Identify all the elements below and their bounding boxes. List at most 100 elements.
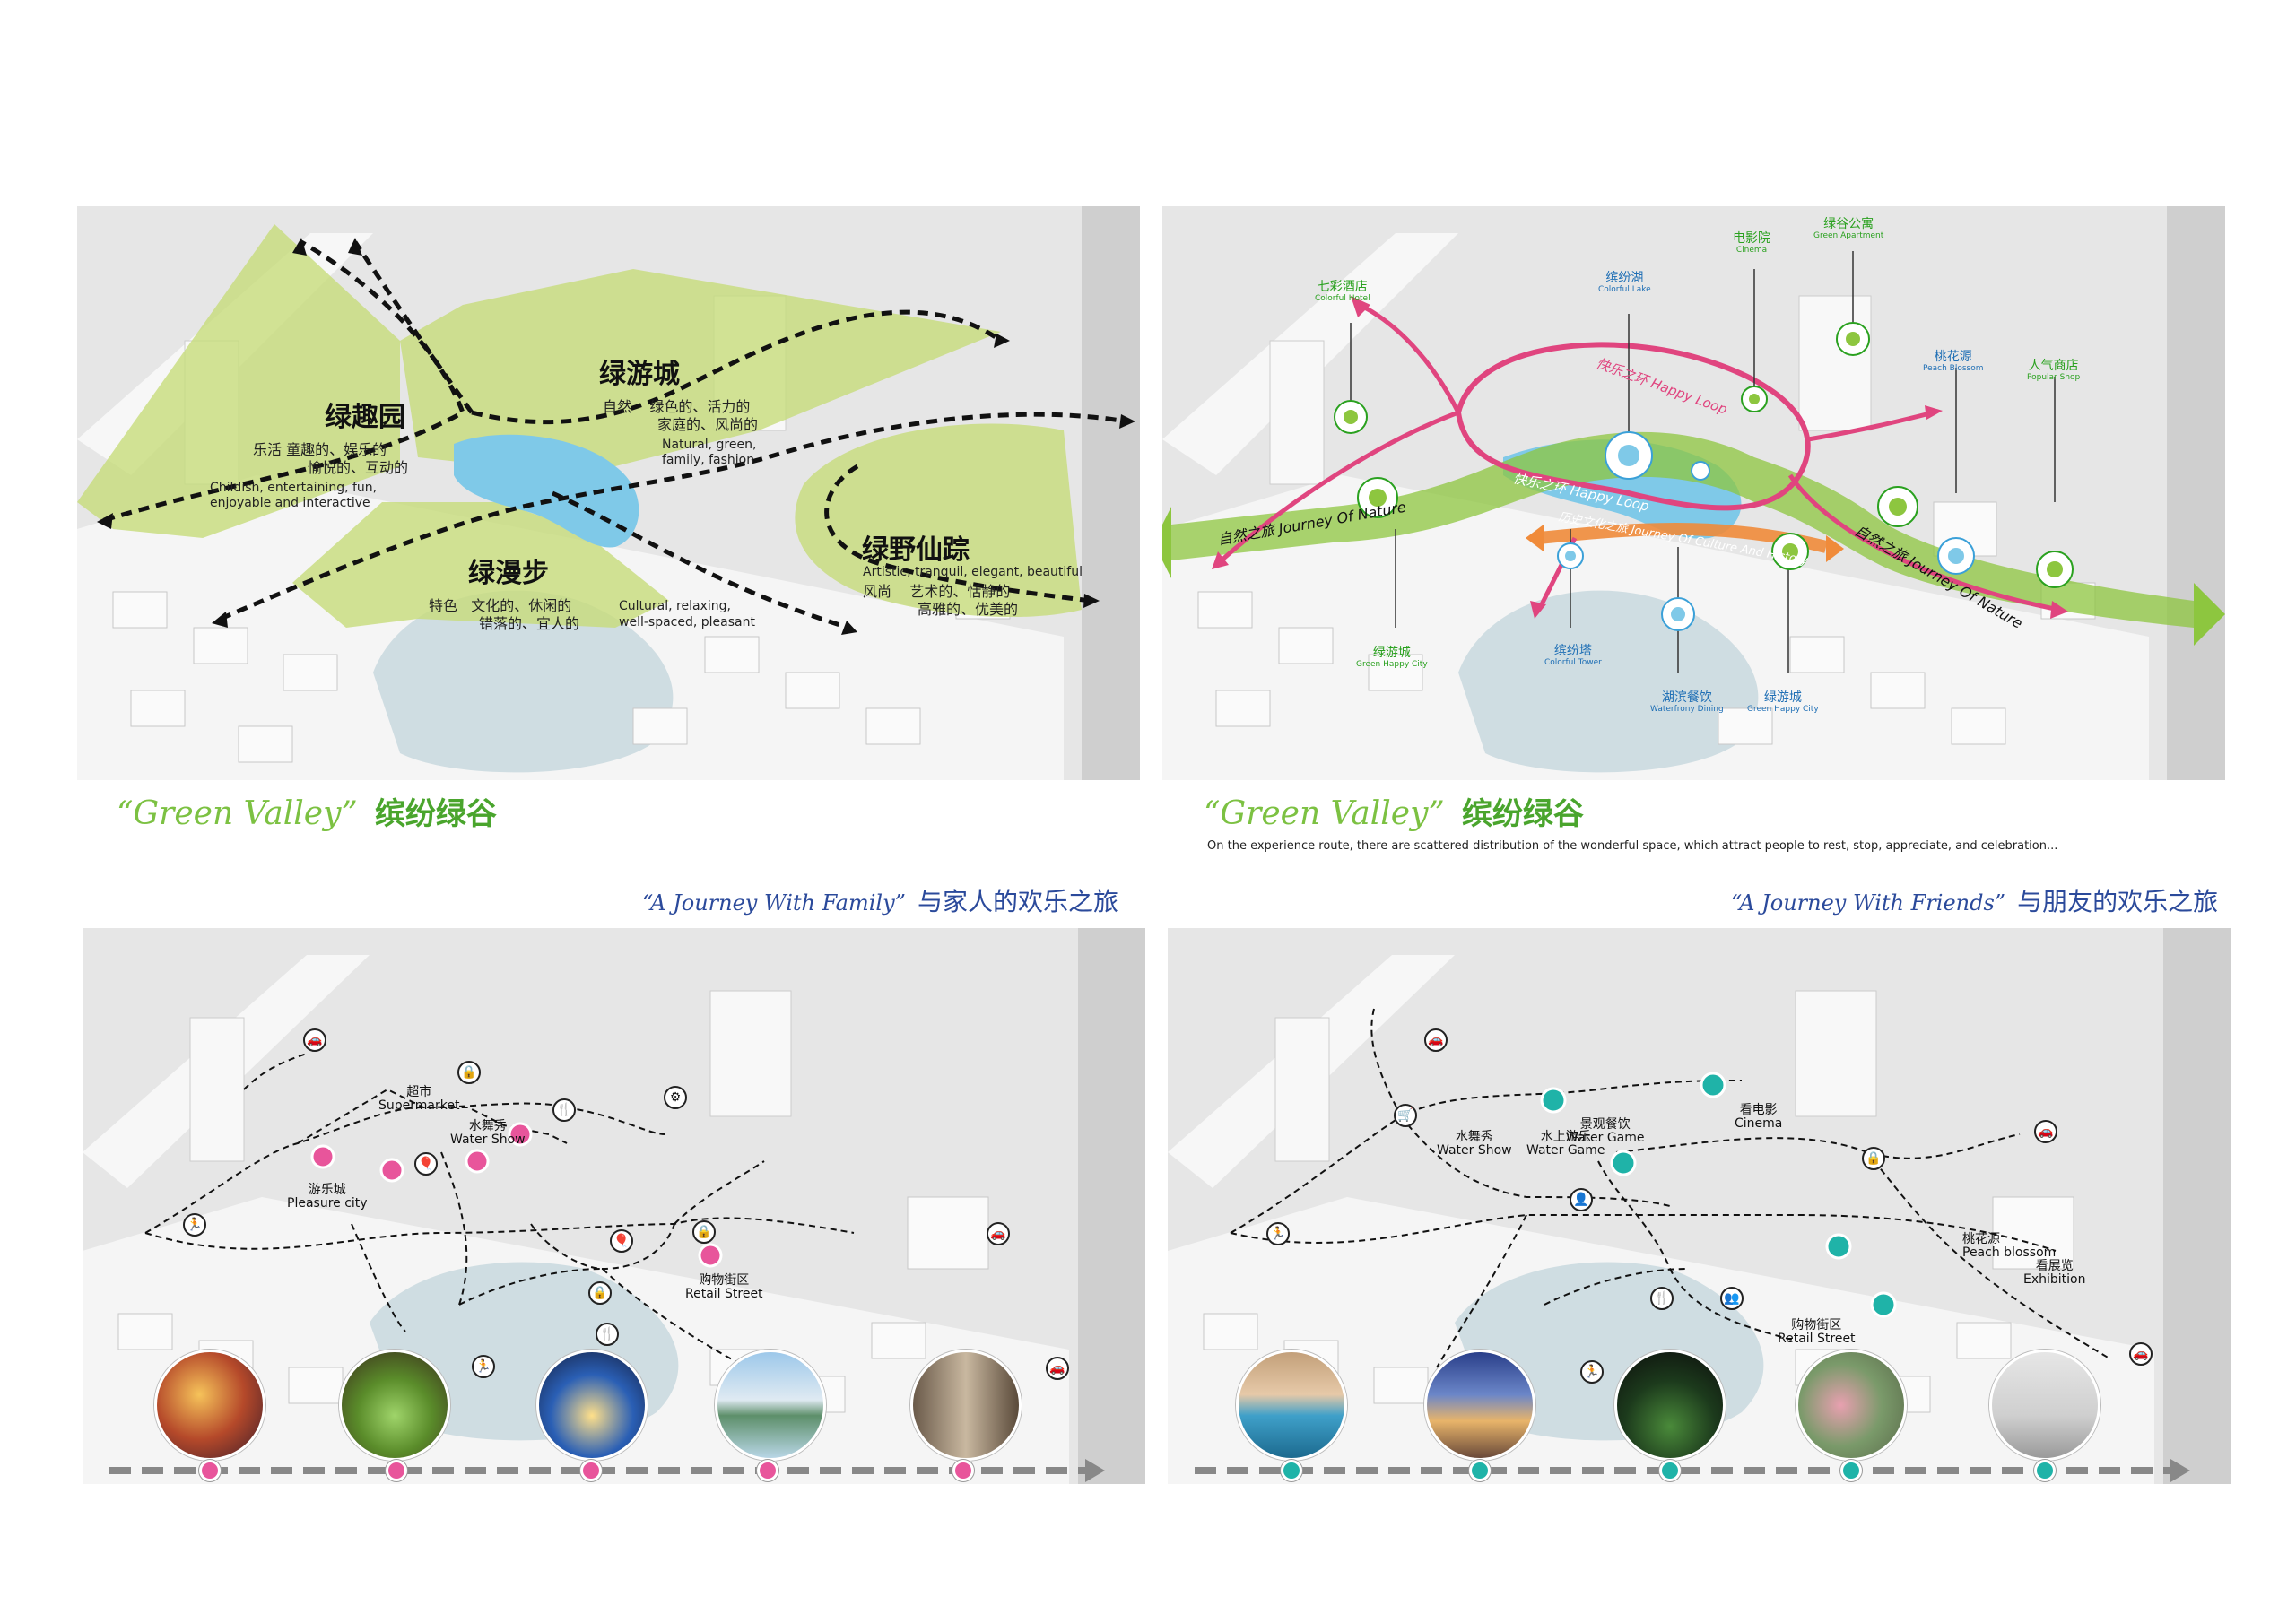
zone-xianzong-desc-1: 风尚 艺术的、恬静的 <box>863 583 1011 600</box>
site-plan-1 <box>77 206 1140 780</box>
timeline-stop-2 <box>386 1460 407 1481</box>
caption-right-cn: 缤纷绿谷 <box>1461 796 1584 832</box>
group-icon: 👥 <box>1720 1287 1744 1310</box>
photo-pleasure-city <box>154 1350 265 1461</box>
photo-supermarket <box>339 1350 450 1461</box>
zone-lvyou-en-2: family, fashion <box>662 453 755 467</box>
timeline-stop-4 <box>1840 1460 1862 1481</box>
zone-xianzong-title: 绿野仙踪 <box>862 534 970 566</box>
zone-lequ-title: 绿趣园 <box>325 402 405 433</box>
happy-loop <box>1455 342 1811 511</box>
dining-icon-2: 🍴 <box>596 1323 619 1346</box>
car-icon: 🚗 <box>1424 1028 1448 1052</box>
timeline-stop-5 <box>2034 1460 2056 1481</box>
title-friends-cn: 与朋友的欢乐之旅 <box>2017 887 2219 916</box>
zone-manbu-title: 绿漫步 <box>468 558 549 589</box>
timeline-stop-3 <box>1659 1460 1681 1481</box>
runner-icon: 🏃 <box>1266 1222 1290 1245</box>
photo-water-park <box>1236 1350 1347 1461</box>
lock-icon: 🔒 <box>457 1061 481 1084</box>
zone-lvyou-desc-2: 家庭的、风尚的 <box>603 416 759 433</box>
zone-lvyou-en-1: Natural, green, <box>662 438 757 452</box>
zone-lequ-en-2: enjoyable and interactive <box>210 496 370 510</box>
balloon-icon-2: 🎈 <box>610 1229 633 1253</box>
zone-xianzong <box>795 423 1082 618</box>
car-icon-2: 🚗 <box>2034 1120 2057 1143</box>
timeline-stop-1 <box>1281 1460 1302 1481</box>
lower-lake <box>373 590 674 773</box>
photo-retail-street <box>910 1350 1022 1461</box>
title-family: “A Journey With Family” 与家人的欢乐之旅 <box>642 882 1118 918</box>
central-lake <box>454 434 639 548</box>
title-friends: “A Journey With Friends” 与朋友的欢乐之旅 <box>1731 882 2218 918</box>
zone-manbu-desc-2: 错落的、宜人的 <box>429 615 579 632</box>
photo-riverside <box>715 1350 826 1461</box>
runner-icon-2: 🏃 <box>1580 1360 1604 1384</box>
photo-peach-blossom <box>1796 1350 1907 1461</box>
dining-icon: 🍴 <box>552 1098 576 1122</box>
zone-lvyou-desc-1: 自然 绿色的、活力的 <box>603 398 751 415</box>
zone-lequ-en-1: Childish, entertaining, fun, <box>210 481 378 495</box>
caption-right-note: On the experience route, there are scatt… <box>1207 839 2058 853</box>
zone-lequ <box>77 224 400 538</box>
zone-xianzong-en: Artistic, tranquil, elegant, beautiful <box>863 565 1083 579</box>
photo-waterfront-dining <box>1424 1350 1535 1461</box>
caption-left-cn: 缤纷绿谷 <box>374 796 497 832</box>
title-family-cn: 与家人的欢乐之旅 <box>918 887 1119 916</box>
timeline-stop-1 <box>199 1460 221 1481</box>
timeline-stop-5 <box>952 1460 974 1481</box>
car-icon-2: 🚗 <box>987 1222 1010 1245</box>
balloon-icon: 🎈 <box>414 1152 438 1176</box>
zone-manbu-en-1: Cultural, relaxing, <box>619 599 731 613</box>
zone-lequ-desc-2: 愉悦的、互动的 <box>253 459 409 476</box>
nature-route <box>1171 431 2194 628</box>
car-icon: 🚗 <box>303 1028 326 1052</box>
zone-manbu-desc-1: 特色 文化的、休闲的 <box>429 597 572 614</box>
photo-cinema <box>1614 1350 1726 1461</box>
runner-icon-2: 🏃 <box>472 1355 495 1378</box>
lock-icon-2: 🔒 <box>588 1281 612 1305</box>
lock-icon: 🔒 <box>1862 1147 1885 1170</box>
runner-icon: 🏃 <box>183 1213 206 1237</box>
person-icon: 👤 <box>1570 1188 1593 1211</box>
zone-lequ-desc-1: 乐活 童趣的、娱乐的 <box>253 441 387 458</box>
caption-right: “Green Valley” 缤纷绿谷 <box>1204 789 1584 833</box>
title-friends-en: “A Journey With Friends” <box>1731 890 2006 916</box>
caption-left: “Green Valley” 缤纷绿谷 <box>117 789 497 833</box>
panel-green-valley-zones: 绿趣园 乐活 童趣的、娱乐的 愉悦的、互动的 Childish, enterta… <box>77 206 1140 780</box>
car-icon-3: 🚗 <box>1046 1357 1069 1380</box>
gear-icon: ⚙ <box>664 1086 687 1109</box>
dining-icon: 🍴 <box>1650 1287 1674 1310</box>
caption-right-en: “Green Valley” <box>1204 795 1445 832</box>
zone-manbu-en-2: well-spaced, pleasant <box>619 615 755 629</box>
timeline-stop-4 <box>757 1460 778 1481</box>
timeline-stop-2 <box>1469 1460 1491 1481</box>
car-icon-3: 🚗 <box>2129 1342 2152 1366</box>
title-family-en: “A Journey With Family” <box>642 890 906 916</box>
site-plan-2 <box>1162 206 2225 780</box>
timeline-stop-3 <box>580 1460 602 1481</box>
